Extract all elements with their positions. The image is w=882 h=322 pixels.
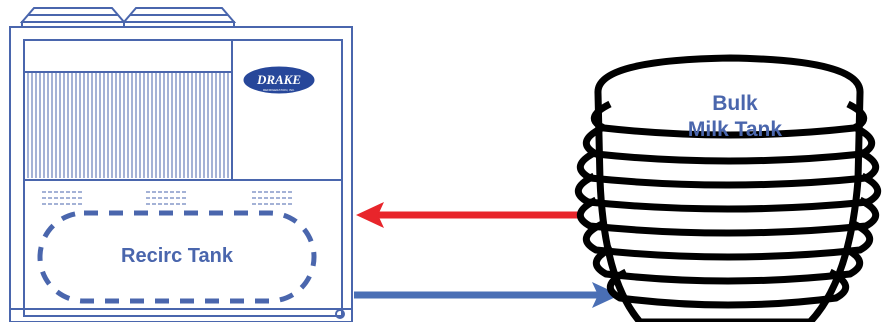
recirc-tank-outline (37, 210, 317, 304)
condenser-coil (27, 72, 229, 178)
recirc-tank-label: Recirc Tank (121, 245, 234, 267)
cooling-ring (583, 220, 873, 261)
fan-shroud-left (19, 7, 127, 28)
chiller-unit (9, 7, 353, 322)
cooling-ring (575, 172, 881, 213)
fan-shroud-right (121, 7, 237, 28)
bulk-tank-label-line2: Milk Tank (688, 118, 782, 141)
cooling-ring (593, 244, 863, 285)
cooling-rings (575, 100, 881, 309)
cooling-ring (577, 148, 879, 189)
bulk-tank-label-line1: Bulk (712, 92, 758, 115)
cooling-ring (583, 124, 875, 165)
bulk-milk-tank (575, 54, 881, 322)
logo-subtext: REFRIGERATION, INC. (263, 88, 295, 92)
logo-text: DRAKE (256, 72, 301, 87)
return-arrow (354, 282, 620, 308)
cooling-ring (607, 268, 849, 309)
vent-louvers (42, 191, 292, 205)
cooling-ring (591, 100, 867, 139)
cabinet-outer (9, 26, 353, 322)
supply-arrow (356, 202, 578, 228)
cooling-ring (577, 196, 879, 237)
drake-logo: DRAKE REFRIGERATION, INC. (242, 65, 316, 95)
